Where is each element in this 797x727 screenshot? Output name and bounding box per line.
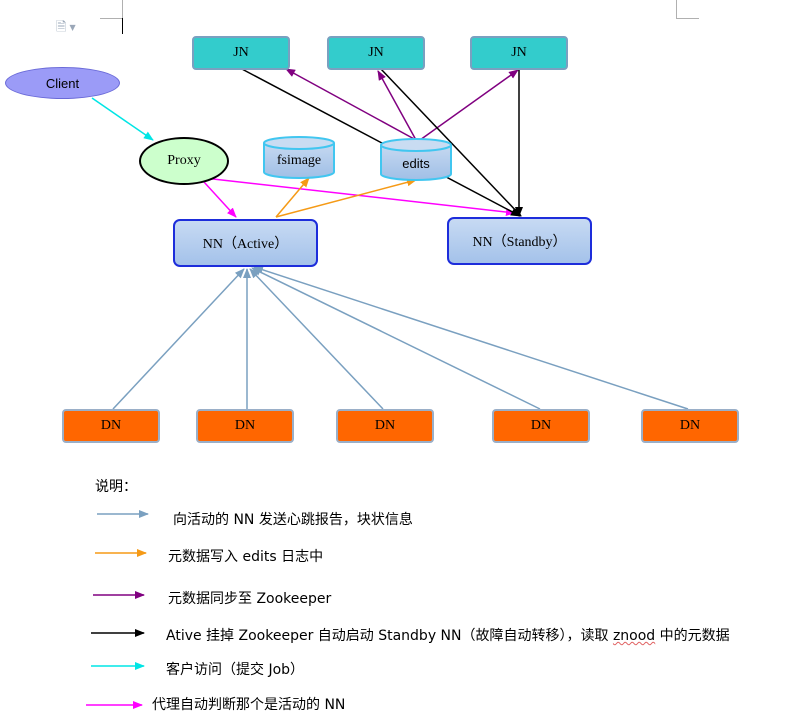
dn-node-3: DN [336, 409, 434, 443]
legend-sync-text: 元数据同步至 Zookeeper [168, 591, 332, 607]
proxy-label: Proxy [167, 153, 201, 168]
dn-label: DN [374, 418, 396, 433]
fsimage-cylinder [263, 136, 335, 179]
edge-jn1-standby [239, 67, 521, 217]
edge-edits-jn1 [285, 68, 417, 141]
nn-standby-label: NN（Standby） [472, 235, 567, 250]
edge-dn1-nn [112, 268, 245, 410]
edits-label-box: edits [381, 152, 451, 174]
legend-arrows [86, 510, 149, 709]
edge-jn2-standby [379, 67, 522, 217]
dn-node-5: DN [641, 409, 739, 443]
edge-edits-jn2 [377, 70, 417, 141]
nn-standby-node: NN（Standby） [447, 217, 592, 265]
dn-label: DN [530, 418, 552, 433]
edge-dn4-nn [251, 267, 541, 410]
nn-active-label: NN（Active） [202, 237, 289, 252]
jn-node-3: JN [470, 36, 568, 70]
heartbeat-edges [112, 265, 689, 410]
legend-title: 说明： [95, 479, 137, 495]
jn-label: JN [233, 45, 249, 60]
dn-node-4: DN [492, 409, 590, 443]
jn-label: JN [511, 45, 527, 60]
legend-write-text: 元数据写入 edits 日志中 [168, 549, 324, 565]
edge-dn5-nn [253, 265, 689, 410]
legend-failover-text-a: Ative 挂掉 Zookeeper 自动启动 Standby NN（故障自动转… [166, 628, 613, 644]
legend-heartbeat-text: 向活动的 NN 发送心跳报告，块状信息 [173, 512, 413, 528]
chevron-down-icon: ▼ [69, 23, 76, 32]
dn-node-1: DN [62, 409, 160, 443]
legend-failover-text: Ative 挂掉 Zookeeper 自动启动 Standby NN（故障自动转… [166, 625, 730, 645]
paste-options-icon[interactable]: 🗎▼ [56, 20, 76, 35]
dn-node-2: DN [196, 409, 294, 443]
legend-proxy-text: 代理自动判断那个是活动的 NN [152, 697, 346, 713]
page-corner-mark-right [676, 0, 699, 19]
proxy-node: Proxy [139, 137, 229, 185]
edits-cylinder [380, 138, 452, 181]
client-label: Client [45, 75, 80, 91]
text-cursor [122, 18, 123, 34]
edge-proxy-active [203, 181, 237, 218]
jn-node-1: JN [192, 36, 290, 70]
legend-failover-text-b: znood [612, 628, 656, 644]
page-corner-mark-left [100, 0, 123, 19]
jn-label: JN [368, 45, 384, 60]
edge-edits-jn3 [419, 69, 519, 141]
edge-active-edits [275, 178, 417, 218]
jn-node-2: JN [327, 36, 425, 70]
client-node: Client [5, 67, 120, 99]
dn-label: DN [679, 418, 701, 433]
legend-failover-text-c: 中的元数据 [655, 628, 730, 644]
fsimage-label-box: fsimage [264, 150, 334, 172]
edge-client-proxy [91, 97, 154, 141]
nn-active-node: NN（Active） [173, 219, 318, 267]
fsimage-label: fsimage [276, 153, 322, 168]
edge-dn3-nn [249, 268, 384, 410]
edge-active-fsimage [275, 177, 310, 218]
legend-client-text: 客户访问（提交 Job） [166, 662, 305, 678]
edits-label: edits [402, 155, 430, 171]
dn-label: DN [234, 418, 256, 433]
dn-label: DN [100, 418, 122, 433]
